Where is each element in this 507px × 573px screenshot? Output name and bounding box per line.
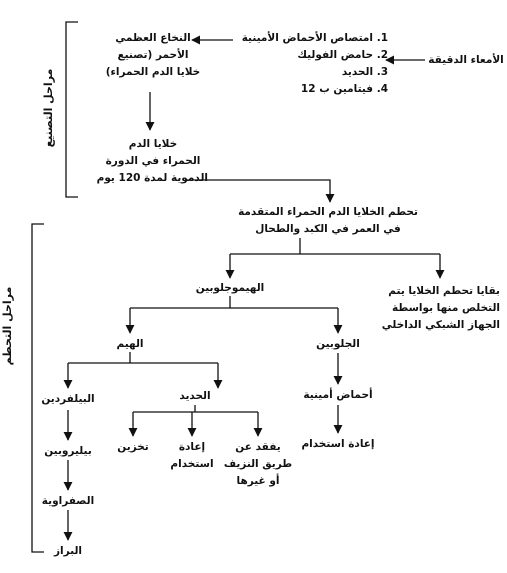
- absorption-item: 2. حامض الفوليك: [297, 49, 388, 61]
- lost-node: يفقد عن طريق النزيف أو غيرها: [223, 441, 293, 487]
- arrow-rbc-to-destruction: [185, 179, 335, 203]
- bile-node: الصفراوية: [41, 495, 95, 507]
- destruction-stage-label: مراحل التحطم: [1, 286, 14, 366]
- destruction-liver-node: تحطم الخلايا الدم الحمراء المتقدمة في ال…: [238, 206, 418, 235]
- production-stage-label: مراحل التصنيع: [42, 68, 55, 148]
- hemoglobin-node: الهيموجلوبين: [195, 282, 265, 294]
- absorption-list: 1. امتصاص الأحماض الأمينية 2. حامض الفول…: [238, 30, 388, 98]
- bone-marrow-node: النخاع العظمي الأحمر (تصنيع خلايا الدم ا…: [105, 32, 201, 78]
- bilirubin-node: بيليروبين: [44, 445, 92, 457]
- reuse-globin-node: إعادة استخدام: [301, 438, 375, 450]
- biliverdin-node: البيلفردين: [41, 393, 95, 405]
- heme-node: الهيم: [116, 338, 144, 350]
- absorption-item: 4. فيتامين ب 12: [300, 83, 388, 95]
- amino-acids-node: أحماض أمينية: [303, 389, 373, 401]
- remnants-node: بقايا تحطم الخلايا يتم التخلص منها بواسط…: [381, 285, 500, 331]
- storage-node: تخزين: [117, 441, 149, 453]
- destruction-stage-bracket: [31, 223, 44, 553]
- iron-node: الحديد: [179, 390, 211, 402]
- globin-node: الجلوبين: [316, 338, 360, 350]
- absorption-item: 3. الحديد: [341, 66, 388, 78]
- feces-node: البراز: [53, 545, 82, 557]
- production-stage-bracket: [65, 21, 78, 198]
- intestine-node: الأمعاء الدقيقة: [428, 54, 504, 66]
- reuse-iron-node: إعادة استخدام: [170, 441, 214, 470]
- rbc-circulation-node: خلايا الدم الحمراء في الدورة الدموية لمد…: [96, 138, 208, 184]
- absorption-item: 1. امتصاص الأحماض الأمينية: [241, 32, 388, 44]
